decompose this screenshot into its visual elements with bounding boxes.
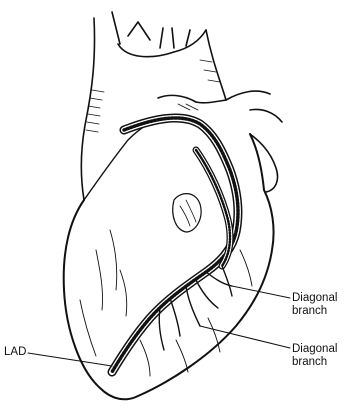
lad-label: LAD [4, 346, 26, 359]
diagonal-branch-label-1: Diagonal branch [292, 292, 337, 318]
leader-lad [28, 353, 112, 366]
conus-shading [180, 200, 196, 226]
conus-region [173, 194, 201, 232]
leader-diagonal-2 [200, 326, 290, 348]
lad-artery [112, 118, 238, 372]
heart-outline [64, 134, 274, 399]
diagonal-branch-label-2: Diagonal branch [292, 343, 337, 369]
